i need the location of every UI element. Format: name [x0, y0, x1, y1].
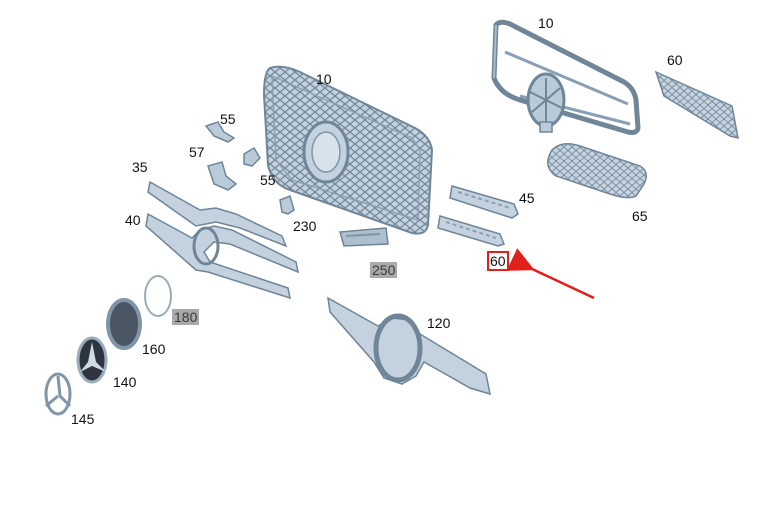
callout-45: 45	[519, 190, 535, 206]
pointer-arrow	[506, 248, 595, 300]
callout-65: 65	[632, 208, 648, 224]
callout-55-lower: 55	[260, 172, 276, 188]
callout-250[interactable]: 250	[370, 262, 398, 278]
part-55-bracket-top	[204, 121, 236, 143]
part-140-emblem	[76, 336, 108, 384]
callout-50-boxed[interactable]: 60	[487, 251, 509, 271]
part-145-star	[44, 372, 72, 416]
part-230-clip	[279, 194, 295, 215]
callout-145: 145	[71, 411, 95, 427]
callout-10-grille: 10	[316, 71, 332, 87]
part-250-badge	[339, 227, 389, 247]
callout-10-frame: 10	[538, 15, 554, 31]
callout-140: 140	[113, 374, 137, 390]
part-55-bracket-lower	[243, 146, 261, 167]
part-120-bezel	[327, 296, 491, 396]
callout-160: 160	[142, 341, 166, 357]
callout-35: 35	[132, 159, 148, 175]
callout-57: 57	[189, 144, 205, 160]
callout-60-mesh: 60	[667, 52, 683, 68]
part-160-disk	[106, 298, 142, 350]
callout-55-top: 55	[220, 111, 236, 127]
callout-180[interactable]: 180	[172, 309, 200, 325]
part-10-main-grille	[262, 65, 434, 235]
part-10-frame	[491, 19, 641, 135]
part-50-trim	[437, 215, 505, 247]
part-180-ring	[144, 275, 172, 317]
callout-120: 120	[427, 315, 451, 331]
part-35-louvre	[147, 180, 288, 248]
part-45-trim	[449, 185, 519, 219]
part-40-louvre	[145, 212, 300, 300]
callout-230: 230	[293, 218, 317, 234]
part-57-bracket	[207, 161, 238, 191]
part-65-lower-mesh	[547, 143, 647, 199]
callout-40: 40	[125, 212, 141, 228]
part-60-mesh-insert	[654, 70, 739, 140]
